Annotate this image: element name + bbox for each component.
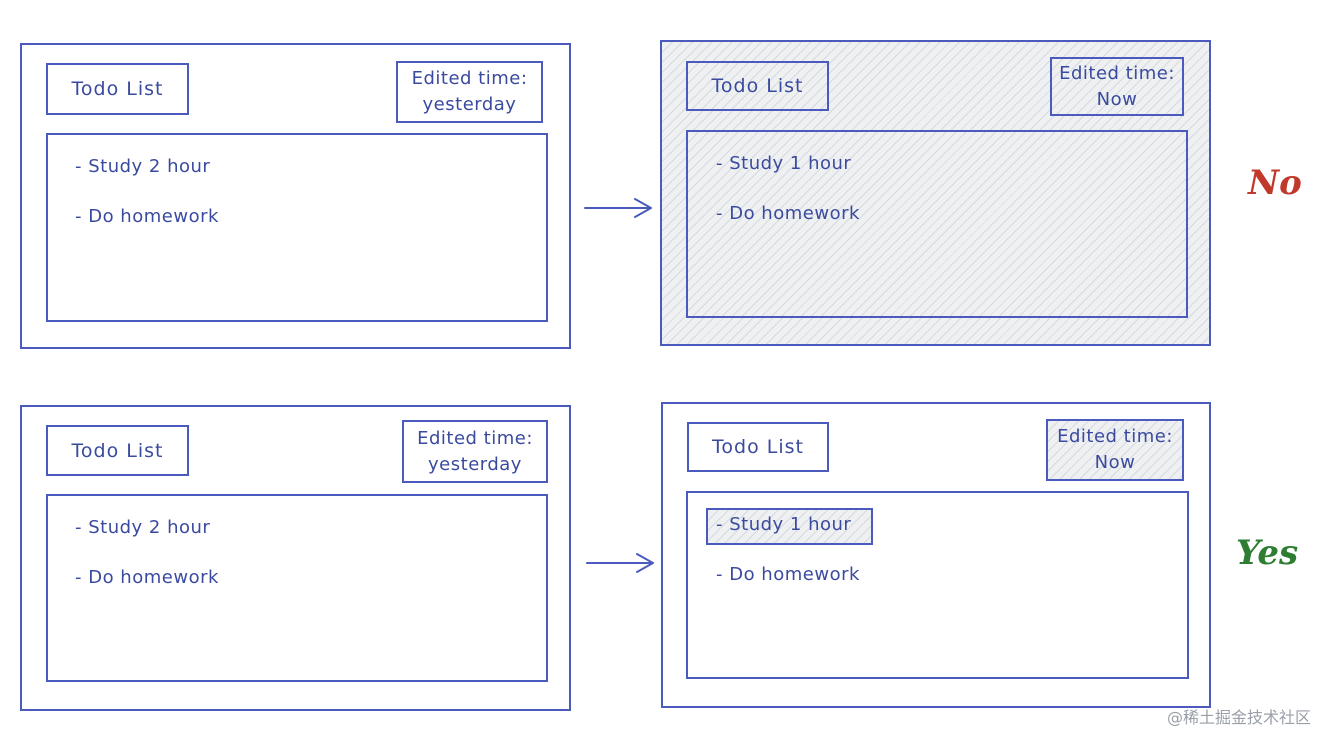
edited-time-box: Edited time: Now [1050, 57, 1184, 116]
todo-list-area [46, 133, 548, 322]
edited-time-box: Edited time: yesterday [396, 61, 543, 123]
todo-title-box: Todo List [687, 422, 829, 472]
todo-title-box: Todo List [46, 63, 189, 115]
list-item: - Study 2 hour [75, 517, 211, 538]
edited-time-value: yesterday [422, 94, 517, 115]
edited-time-box: Edited time: Now [1046, 419, 1184, 481]
todo-title: Todo List [71, 78, 164, 100]
list-item: - Do homework [75, 206, 219, 227]
list-item: - Study 2 hour [75, 156, 211, 177]
list-item: - Do homework [75, 567, 219, 588]
todo-title-box: Todo List [686, 61, 829, 111]
watermark: @稀土掘金技术社区 [1166, 708, 1311, 727]
todo-title: Todo List [711, 75, 804, 97]
todo-list-area [686, 130, 1188, 318]
arrow-right-icon [584, 198, 652, 218]
list-item: - Study 1 hour [716, 514, 852, 535]
verdict-yes: Yes [1236, 533, 1299, 573]
list-item: - Do homework [716, 564, 860, 585]
edited-time-label: Edited time: [1057, 426, 1173, 447]
arrow-right-icon [586, 553, 654, 573]
edited-time-label: Edited time: [417, 427, 533, 449]
verdict-no: No [1248, 163, 1302, 203]
edited-time-value: yesterday [428, 453, 522, 475]
edited-time-label: Edited time: [1059, 62, 1175, 84]
edited-time-box: Edited time: yesterday [402, 420, 548, 483]
todo-title: Todo List [71, 439, 164, 462]
edited-time-value: Now [1096, 88, 1138, 110]
list-item: - Do homework [716, 203, 860, 224]
todo-title: Todo List [712, 436, 804, 458]
edited-time-value: Now [1094, 452, 1136, 473]
list-item: - Study 1 hour [716, 153, 852, 174]
changed-item-highlight [706, 508, 873, 545]
edited-time-label: Edited time: [411, 68, 528, 89]
todo-title-box: Todo List [46, 425, 189, 476]
todo-list-area [46, 494, 548, 682]
